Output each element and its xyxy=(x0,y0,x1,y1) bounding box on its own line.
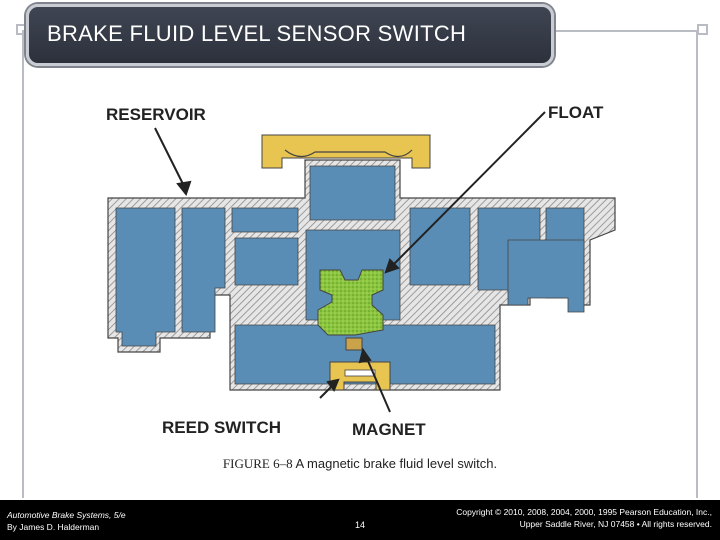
label-reservoir: RESERVOIR xyxy=(106,105,206,124)
label-magnet: MAGNET xyxy=(352,420,426,439)
slide-title: BRAKE FLUID LEVEL SENSOR SWITCH xyxy=(47,21,467,46)
reservoir-diagram: RESERVOIR FLOAT REED SWITCH MAGNET xyxy=(106,103,616,439)
cap-diaphragm xyxy=(284,149,413,158)
frame-right-line xyxy=(696,30,698,498)
page-number: 14 xyxy=(355,520,366,530)
frame-corner-tr xyxy=(697,24,708,35)
label-float: FLOAT xyxy=(548,103,604,122)
title-bar: BRAKE FLUID LEVEL SENSOR SWITCH xyxy=(26,4,554,66)
copyright-line-1: Copyright © 2010, 2008, 2004, 2000, 1995… xyxy=(456,507,712,517)
footer-bar: Automotive Brake Systems, 5/e By James D… xyxy=(0,500,720,540)
leader-arrows xyxy=(154,111,546,413)
label-reed-switch: REED SWITCH xyxy=(162,418,281,437)
footer-copyright: Copyright © 2010, 2008, 2004, 2000, 1995… xyxy=(456,506,712,530)
figure-caption: FIGURE 6–8 A magnetic brake fluid level … xyxy=(0,456,720,472)
footer-author: By James D. Halderman xyxy=(7,522,100,532)
fluid-chambers xyxy=(115,165,585,385)
frame-top-right-line xyxy=(552,30,698,32)
frame-left-line xyxy=(22,30,24,498)
figure-caption-text: A magnetic brake fluid level switch. xyxy=(292,456,498,471)
footer-book-info: Automotive Brake Systems, 5/e By James D… xyxy=(7,509,126,533)
copyright-line-2: Upper Saddle River, NJ 07458 • All right… xyxy=(519,519,712,529)
figure-number: FIGURE 6–8 xyxy=(222,456,293,471)
reed-switch-contacts xyxy=(344,369,376,377)
footer-book-title: Automotive Brake Systems, 5/e xyxy=(7,510,126,520)
magnet xyxy=(345,337,363,351)
float-body xyxy=(317,269,384,336)
